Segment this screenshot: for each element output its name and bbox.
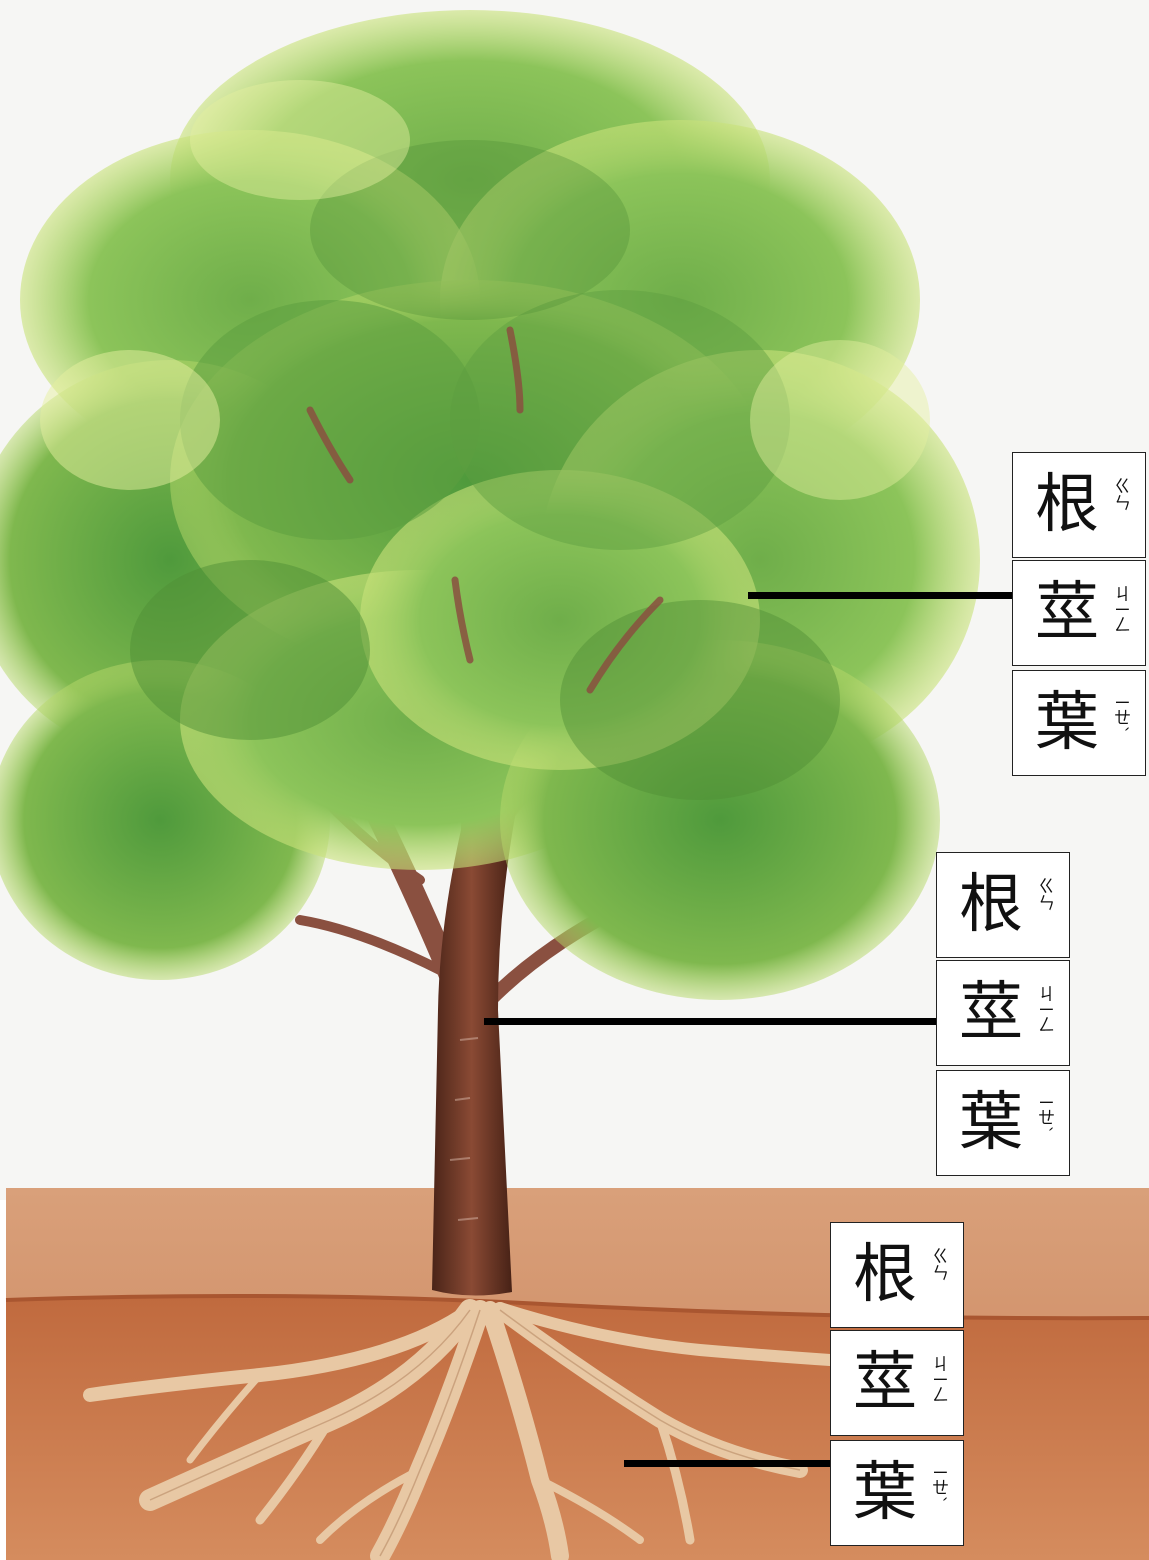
option-zhuyin: ㄐㄧㄥ	[1034, 985, 1054, 1033]
option-char: 莖	[959, 976, 1023, 1050]
option-char: 葉	[853, 1456, 917, 1530]
option-char: 根	[1035, 468, 1099, 542]
option-zhuyin: ㄍㄣ	[928, 1247, 948, 1281]
option-root[interactable]: 根 ㄍㄣ	[936, 852, 1070, 958]
option-char: 葉	[1035, 686, 1099, 760]
option-zhuyin: ㄧㄝˋ	[1110, 695, 1130, 735]
option-zhuyin: ㄐㄧㄥ	[928, 1355, 948, 1403]
option-char: 莖	[1035, 576, 1099, 650]
option-zhuyin: ㄍㄣ	[1034, 877, 1054, 911]
option-zhuyin: ㄐㄧㄥ	[1110, 585, 1130, 633]
option-char: 根	[959, 868, 1023, 942]
leader-line-leaves	[748, 592, 1012, 599]
leader-line-stem	[484, 1018, 936, 1025]
trunk	[432, 770, 520, 1296]
option-char: 根	[853, 1238, 917, 1312]
option-zhuyin: ㄍㄣ	[1110, 477, 1130, 511]
option-leaf[interactable]: 葉 ㄧㄝˋ	[1012, 670, 1146, 776]
option-stem[interactable]: 莖 ㄐㄧㄥ	[936, 960, 1070, 1066]
option-zhuyin: ㄧㄝˋ	[928, 1465, 948, 1505]
option-root[interactable]: 根 ㄍㄣ	[1012, 452, 1146, 558]
canopy	[0, 10, 980, 1000]
leader-line-roots	[624, 1460, 830, 1467]
option-char: 葉	[959, 1086, 1023, 1160]
option-root[interactable]: 根 ㄍㄣ	[830, 1222, 964, 1328]
option-zhuyin: ㄧㄝˋ	[1034, 1095, 1054, 1135]
option-stem[interactable]: 莖 ㄐㄧㄥ	[830, 1330, 964, 1436]
option-leaf[interactable]: 葉 ㄧㄝˋ	[936, 1070, 1070, 1176]
option-leaf[interactable]: 葉 ㄧㄝˋ	[830, 1440, 964, 1546]
option-stem[interactable]: 莖 ㄐㄧㄥ	[1012, 560, 1146, 666]
option-char: 莖	[853, 1346, 917, 1420]
